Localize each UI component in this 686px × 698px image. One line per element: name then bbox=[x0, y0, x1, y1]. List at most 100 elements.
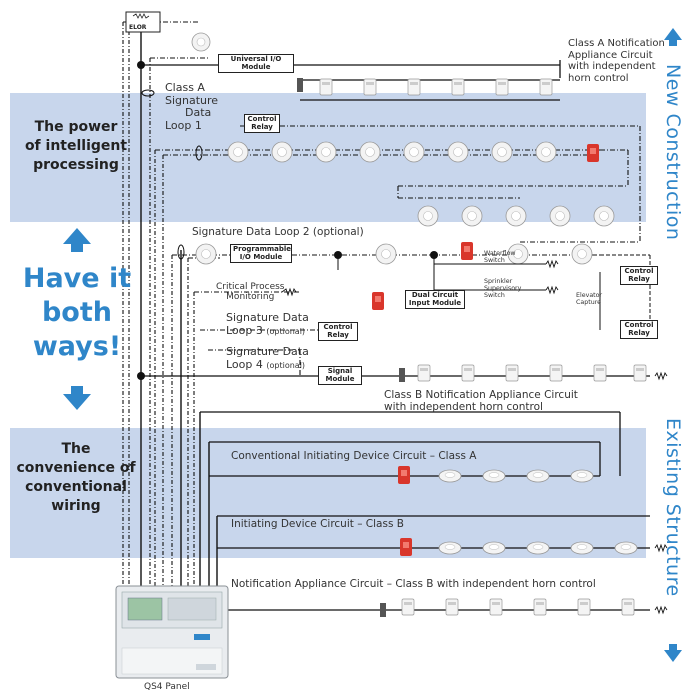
label-line: Sprinkler bbox=[484, 278, 513, 285]
label-part: Loop 3 bbox=[226, 323, 263, 337]
band-title-line: conventional bbox=[25, 478, 127, 495]
horn-strobe-icon bbox=[407, 78, 421, 96]
slogan-line: both bbox=[41, 296, 112, 328]
pull-station-icon bbox=[400, 538, 412, 556]
panel-label: QS4 Panel bbox=[144, 682, 190, 692]
band-title-line: The bbox=[61, 441, 91, 457]
smoke-detector-icon bbox=[403, 141, 425, 163]
conventional-detector-row-a bbox=[438, 469, 594, 483]
smoke-detector-icon bbox=[447, 141, 469, 163]
qs4-panel bbox=[115, 585, 229, 679]
conventional-band-title: The convenience of conventional wiring bbox=[8, 440, 144, 516]
smoke-detector-icon bbox=[315, 141, 337, 163]
label-line: Critical Process bbox=[216, 282, 285, 292]
smoke-detector-icon bbox=[375, 243, 397, 265]
dual-circuit-input-module: Dual Circuit Input Module bbox=[405, 290, 465, 310]
pull-station-icon bbox=[587, 144, 599, 162]
slogan-line: ways! bbox=[32, 330, 122, 362]
arrow-up-icon bbox=[63, 228, 91, 252]
smoke-detector-icon bbox=[505, 205, 527, 227]
control-relay-mid: Control Relay bbox=[318, 322, 358, 342]
label-line: Waterflow bbox=[484, 250, 516, 257]
conventional-detector-icon bbox=[438, 541, 462, 555]
horn-strobe-icon bbox=[451, 78, 465, 96]
label-line: Class B Notification Appliance Circuit bbox=[384, 389, 578, 401]
class-b-nac-label: Class B Notification Appliance Circuit w… bbox=[384, 389, 578, 413]
smoke-detector-icon bbox=[535, 141, 557, 163]
slogan: Have it both ways! bbox=[12, 262, 142, 363]
elevator-capture-label: Elevator Capture bbox=[576, 292, 602, 306]
sdl3-label: Signature Data Loop 3 (optional) bbox=[226, 311, 309, 337]
conventional-detector-icon bbox=[482, 469, 506, 483]
horn-strobe-icon bbox=[505, 364, 519, 382]
smoke-detector-icon bbox=[359, 141, 381, 163]
smoke-detector-row-loop2 bbox=[195, 243, 593, 265]
smoke-detector-icon bbox=[491, 141, 513, 163]
horn-strobe-icon bbox=[461, 364, 475, 382]
label-part: (optional) bbox=[266, 326, 306, 336]
conventional-detector-row-b bbox=[438, 541, 638, 555]
cidc-class-a-label: Conventional Initiating Device Circuit –… bbox=[231, 450, 477, 462]
elor-box bbox=[125, 11, 161, 33]
elor-label: ELOR bbox=[129, 24, 147, 31]
waterflow-label: Waterflow Switch bbox=[484, 250, 516, 264]
horn-strobe-icon bbox=[549, 364, 563, 382]
smoke-detector-row-loop1 bbox=[227, 141, 557, 163]
smoke-detector-icon bbox=[507, 243, 529, 265]
dashed-trunks bbox=[122, 22, 195, 590]
idc-class-b-label: Initiating Device Circuit – Class B bbox=[231, 518, 404, 530]
horn-strobe-icon bbox=[593, 364, 607, 382]
horn-strobe-icon bbox=[363, 78, 377, 96]
nac-class-b-label: Notification Appliance Circuit – Class B… bbox=[231, 578, 596, 590]
label-line: Monitoring bbox=[226, 292, 275, 303]
label-part: (optional) bbox=[266, 360, 306, 370]
intelligent-band-title: The power of intelligent processing bbox=[8, 118, 144, 175]
band-title-line: The power bbox=[34, 119, 118, 135]
horn-strobe-icon bbox=[633, 364, 647, 382]
existing-structure-label: Existing Structure bbox=[662, 418, 684, 597]
band-title-line: of intelligent bbox=[24, 137, 128, 154]
control-relay-elevator-1: Control Relay bbox=[620, 266, 658, 286]
resistor-icon bbox=[132, 13, 150, 19]
signal-module-icon bbox=[297, 78, 405, 617]
class-a-sdl-label: Class A Signature Data Loop 1 bbox=[165, 81, 218, 133]
band-title-line: wiring bbox=[51, 497, 101, 514]
arrow-down-icon bbox=[664, 644, 682, 662]
class-a-nac-label: Class A Notification Appliance Circuit w… bbox=[568, 38, 665, 84]
label-line: Signature Data bbox=[226, 345, 309, 358]
band-title-line: processing bbox=[33, 156, 119, 173]
smoke-detector-row-loop1b bbox=[417, 205, 615, 227]
conventional-detector-icon bbox=[570, 469, 594, 483]
smoke-detector-icon bbox=[195, 243, 217, 265]
label-line: Class A bbox=[165, 81, 205, 94]
arrow-up-icon bbox=[664, 28, 682, 46]
sdl2-label: Signature Data Loop 2 (optional) bbox=[192, 226, 364, 238]
horn-strobe-icon bbox=[445, 598, 459, 616]
universal-io-module: Universal I/O Module bbox=[218, 54, 294, 74]
label-line: Switch bbox=[484, 292, 505, 300]
smoke-detector-top bbox=[191, 32, 211, 52]
label-line: Loop 4 (optional) bbox=[226, 357, 309, 372]
horn-strobe-icon bbox=[621, 598, 635, 616]
label-line: Loop 1 bbox=[165, 118, 202, 132]
horn-strobe-icon bbox=[489, 598, 503, 616]
slogan-line: Have it bbox=[22, 263, 132, 294]
pull-station-icon bbox=[398, 466, 410, 484]
label-line: Switch bbox=[484, 257, 505, 265]
control-relay-elevator-2: Control Relay bbox=[620, 320, 658, 340]
horn-strobe-icon bbox=[577, 598, 591, 616]
critical-process-label: Critical Process Monitoring bbox=[216, 282, 284, 303]
sprinkler-label: Sprinkler Supervisory Switch bbox=[484, 278, 521, 300]
horn-strobe-icon bbox=[539, 78, 553, 96]
horn-strobe-icon bbox=[533, 598, 547, 616]
smoke-detector-icon bbox=[549, 205, 571, 227]
smoke-detector-icon bbox=[593, 205, 615, 227]
loop-markers bbox=[141, 89, 203, 260]
control-relay-top: Control Relay bbox=[244, 114, 280, 134]
horn-strobe-icon bbox=[495, 78, 509, 96]
label-part: Loop 4 bbox=[226, 357, 263, 371]
conventional-detector-icon bbox=[526, 541, 550, 555]
arrow-down-icon bbox=[63, 386, 91, 410]
label-line: Elevator bbox=[576, 292, 603, 299]
